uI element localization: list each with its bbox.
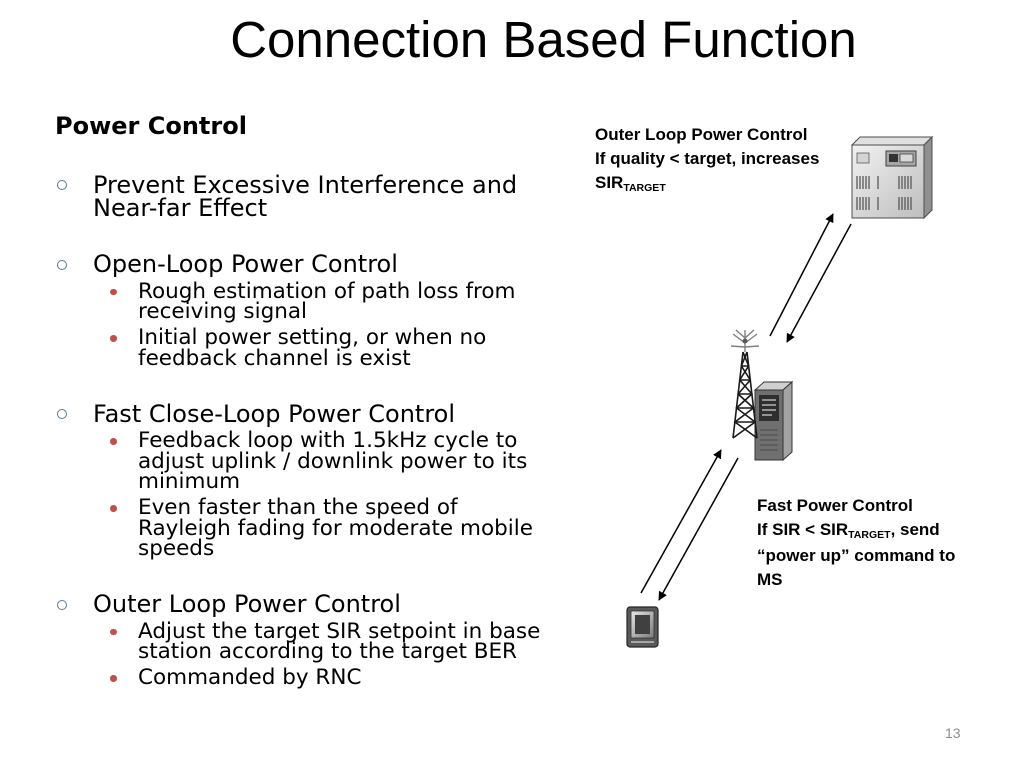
sub-bullet-text: Even faster than the speed of Rayleigh f…	[138, 495, 560, 561]
sub-bullet-item: Adjust the target SIR setpoint in base s…	[0, 618, 560, 664]
cabinet-screen-lines	[762, 399, 776, 416]
arrow-base-station-to-rnc	[769, 213, 834, 337]
outer-loop-note-title: Outer Loop Power Control	[595, 125, 808, 144]
fast-note-title: Fast Power Control	[757, 496, 913, 515]
sub-bullet-text-line: Rough estimation of path loss from	[138, 278, 516, 304]
sub-bullet-text: Feedback loop with 1.5kHz cycle to adjus…	[138, 428, 560, 494]
sub-bullet-text-line: speeds	[138, 536, 215, 561]
outer-loop-note-condition: If quality < target, increases	[595, 149, 820, 168]
bullet-text-line: Outer Loop Power Control	[93, 590, 401, 618]
antenna-tower	[732, 351, 758, 439]
server-side-face	[923, 135, 933, 220]
hollow-circle-bullet-icon	[57, 599, 67, 610]
sub-bullet-text-line: feedback channel is exist	[138, 345, 411, 371]
red-dot-bullet-icon	[110, 505, 117, 512]
antenna-hub	[742, 338, 748, 344]
cabinet-screen	[759, 395, 779, 421]
bullet-item-fast-close-loop: Fast Close-Loop Power Control Feedback l…	[0, 399, 560, 561]
fast-power-control-note: Fast Power Control If SIR < SIRTARGET, s…	[757, 494, 955, 592]
cabinet-side-face	[782, 380, 793, 462]
server-vents	[856, 176, 912, 210]
cabinet-vents	[760, 429, 778, 451]
red-dot-bullet-icon	[110, 438, 117, 445]
sub-bullet-text-line: Even faster than the speed of	[138, 495, 458, 520]
fast-note-condition-prefix: If SIR < SIR	[757, 520, 849, 539]
sir-label: SIR	[595, 173, 624, 192]
page-number: 13	[945, 725, 961, 741]
sub-bullet-text: Commanded by RNC	[138, 665, 560, 690]
mobile-phone-icon	[626, 606, 659, 648]
target-subscript: TARGET	[848, 529, 891, 541]
server-top-face	[850, 136, 934, 146]
sub-bullet-text-line: minimum	[138, 469, 241, 494]
outer-loop-note-target: SIRTARGET	[595, 171, 819, 197]
bullet-text: Open-Loop Power Control	[93, 250, 560, 278]
signal-arrows	[640, 213, 852, 601]
bullet-text-line: Open-Loop Power Control	[93, 250, 398, 278]
sub-bullet-text-line: Commanded by RNC	[138, 665, 362, 690]
hollow-circle-bullet-icon	[57, 409, 67, 419]
sub-bullet-text-line: Feedback loop with 1.5kHz cycle to	[138, 428, 518, 453]
bullet-item-open-loop: Open-Loop Power Control Rough estimation…	[0, 250, 560, 371]
tower-lattice-b	[733, 351, 758, 439]
arrow-rnc-to-base-station	[786, 223, 852, 343]
server-badge	[856, 152, 870, 164]
red-dot-bullet-icon	[110, 288, 117, 295]
fast-note-target: MS	[757, 570, 783, 589]
sub-bullet-text: Initial power setting, or when no feedba…	[138, 325, 560, 371]
bullet-item-interference: Prevent Excessive Interference and Near-…	[0, 170, 560, 222]
power-control-list: Prevent Excessive Interference and Near-…	[0, 170, 560, 690]
bullet-text-line: Prevent Excessive Interference and	[93, 170, 518, 199]
base-station-icon	[730, 329, 794, 462]
server-display-window	[899, 153, 914, 163]
sub-bullet-item: Rough estimation of path loss from recei…	[0, 278, 560, 324]
bullet-text: Prevent Excessive Interference and Near-…	[93, 170, 560, 222]
sub-bullet-text-line: Rayleigh fading for moderate mobile	[138, 515, 533, 541]
tower-crossbars	[734, 365, 756, 423]
bullet-text: Fast Close-Loop Power Control	[93, 399, 560, 428]
sub-bullet-text-line: Adjust the target SIR setpoint in base	[138, 618, 541, 644]
sub-bullet-item: Feedback loop with 1.5kHz cycle to adjus…	[0, 428, 560, 494]
server-display-light	[889, 154, 898, 162]
hollow-circle-bullet-icon	[57, 259, 67, 270]
bullet-text: Outer Loop Power Control	[93, 590, 560, 618]
outer-loop-note: Outer Loop Power Control If quality < ta…	[595, 123, 819, 197]
antenna-icon	[730, 329, 760, 352]
section-heading: Power Control	[55, 112, 247, 140]
tower-lattice-a	[732, 351, 757, 439]
sub-bullet-text-line: receiving signal	[138, 299, 308, 324]
sub-bullet-text: Rough estimation of path loss from recei…	[138, 278, 560, 324]
fast-note-command: “power up” command to	[757, 546, 956, 565]
arrow-mobile-to-base-station	[640, 449, 722, 594]
phone-screen-content	[635, 615, 650, 634]
sub-bullet-item: Even faster than the speed of Rayleigh f…	[0, 495, 560, 561]
sub-bullet-text: Adjust the target SIR setpoint in base s…	[138, 618, 560, 664]
sub-bullet-item: Commanded by RNC	[0, 665, 560, 690]
slide-title: Connection Based Function	[230, 11, 857, 68]
red-dot-bullet-icon	[110, 628, 117, 635]
tower-legs	[732, 351, 758, 439]
bullet-text-line: Fast Close-Loop Power Control	[93, 399, 456, 428]
bullet-item-outer-loop: Outer Loop Power Control Adjust the targ…	[0, 590, 560, 690]
red-dot-bullet-icon	[110, 675, 117, 682]
sub-bullet-text-line: Initial power setting, or when no	[138, 325, 487, 350]
bullet-text-line: Near-far Effect	[93, 193, 268, 222]
fast-note-condition-suffix: , send	[890, 520, 940, 539]
fast-note-condition: If SIR < SIRTARGET, send	[757, 518, 955, 544]
hollow-circle-bullet-icon	[57, 180, 67, 190]
arrow-base-station-to-mobile	[658, 457, 739, 601]
red-dot-bullet-icon	[110, 335, 117, 342]
sub-bullet-item: Initial power setting, or when no feedba…	[0, 325, 560, 371]
target-subscript: TARGET	[623, 182, 666, 194]
sub-bullet-text-line: station according to the target BER	[138, 639, 518, 664]
sub-bullet-text-line: adjust uplink / downlink power to its	[138, 448, 528, 474]
server-icon	[850, 135, 934, 220]
